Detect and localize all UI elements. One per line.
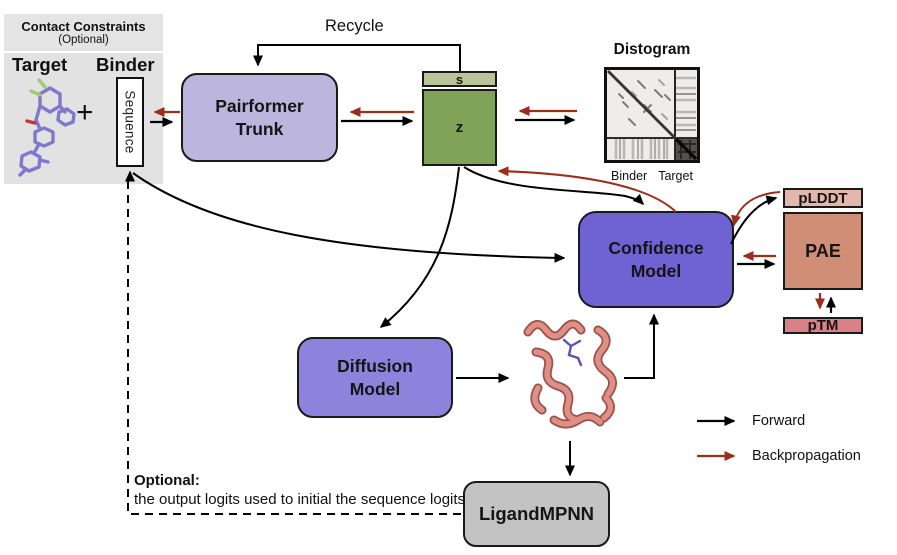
optional-note-title: Optional:	[134, 472, 200, 489]
recycle-label: Recycle	[325, 17, 384, 35]
legend-forward-label: Forward	[752, 413, 806, 429]
distogram-title: Distogram	[613, 41, 691, 58]
plus-sign: +	[76, 96, 94, 129]
ptm-output-node: pTM	[783, 317, 863, 334]
distogram-binder-label: Binder	[611, 169, 648, 183]
binder-label: Binder	[96, 54, 155, 75]
pairformer-trunk-node: Pairformer Trunk	[181, 73, 338, 162]
s-representation-node: s	[422, 71, 497, 87]
pae-output-node: PAE	[783, 212, 863, 290]
recycle-arrow	[253, 44, 461, 71]
ligandmpnn-node: LigandMPNN	[463, 481, 610, 547]
predicted-structure-image	[523, 319, 617, 429]
diffusion-model-node: Diffusion Model	[297, 337, 453, 418]
target-molecule-image	[18, 78, 76, 177]
contact-constraints-subtitle: (Optional)	[58, 34, 109, 46]
distogram-matrix-image	[604, 67, 700, 163]
distogram-axis-labels: Binder Target	[604, 169, 700, 183]
legend-backprop-label: Backpropagation	[752, 448, 861, 464]
target-label: Target	[12, 54, 68, 75]
contact-constraints-header: Contact Constraints (Optional)	[4, 14, 163, 51]
plddt-to-confidence-backprop	[731, 191, 781, 227]
z-representation-node: z	[422, 89, 497, 166]
confidence-to-plddt-arrow	[730, 195, 778, 245]
sequence-box: Sequence	[116, 77, 144, 167]
z-to-diffusion-arrow	[379, 166, 460, 328]
sequence-to-confidence-arrow	[132, 172, 566, 263]
optional-note-text: the output logits used to initial the se…	[134, 491, 466, 508]
plddt-output-node: pLDDT	[783, 188, 863, 208]
contact-constraints-title: Contact Constraints	[21, 19, 146, 34]
distogram-target-label: Target	[658, 169, 693, 183]
sequence-label: Sequence	[122, 90, 138, 154]
confidence-model-node: Confidence Model	[578, 211, 734, 308]
